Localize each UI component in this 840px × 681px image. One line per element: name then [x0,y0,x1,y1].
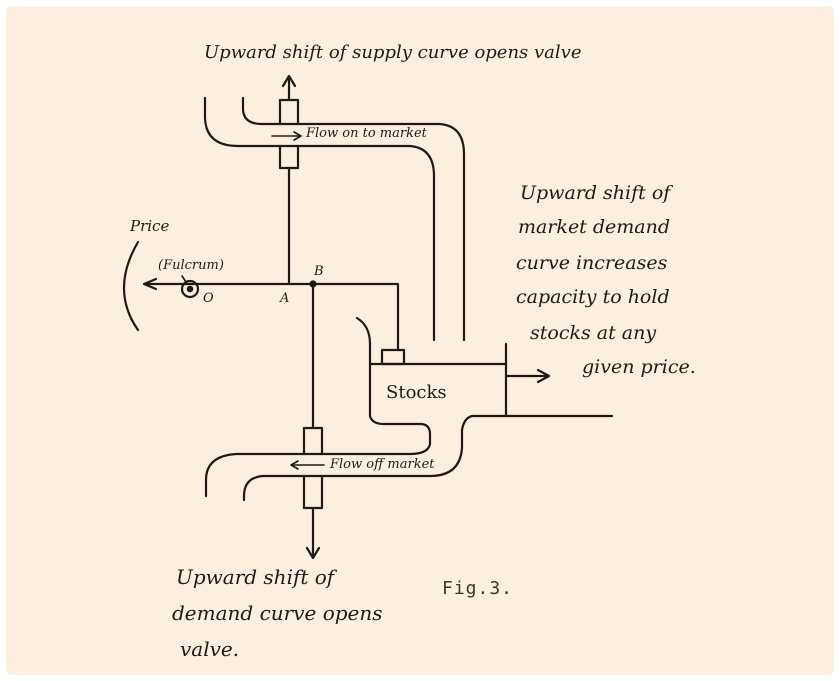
stocks-label: Stocks [386,382,447,403]
lever-arrowhead [142,277,158,291]
flow-on-arrowhead [293,131,302,141]
point-o-label: O [203,291,214,306]
flow-off-arrowhead [290,460,299,470]
upper-pipe-inner [241,96,282,126]
right-note-line: Upward shift of [520,182,671,204]
tank-left-wall [355,316,432,446]
upper-valve-top [278,98,300,126]
lower-valve-top [302,426,324,456]
top-outflow-arrowhead [281,74,297,88]
bottom-outflow-arrowhead [305,546,321,560]
upper-valve-bottom [278,144,300,170]
top-caption: Upward shift of supply curve opens valve [204,42,582,63]
fulcrum-label: (Fulcrum) [158,258,224,273]
bottom-note-line: demand curve opens [172,601,383,625]
figure-page [6,6,834,675]
flow-on-label: Flow on to market [306,126,427,141]
lower-pipe-left-top [204,452,306,498]
right-note-line: curve increases [516,252,668,274]
fulcrum-marker [181,275,187,283]
flow-off-label: Flow off market [330,457,435,472]
right-note-line: capacity to hold [516,286,670,308]
point-a-label: A [280,291,290,306]
upper-pipe-right-inner [296,144,436,342]
point-b-label: B [314,264,324,279]
fulcrum [180,279,200,299]
lower-pipe-left-bottom [242,474,306,502]
bottom-note-line: valve. [180,637,240,661]
upper-pipe-right-outer [296,122,466,342]
right-note-line: given price. [582,356,696,378]
float [380,348,406,366]
lever-arm [146,282,400,352]
bottom-note-line: Upward shift of [176,565,335,589]
upper-pipe-outer [203,96,282,148]
price-arc [122,240,140,332]
fulcrum-center [186,285,194,293]
lower-valve-bottom [302,474,324,510]
figure-label: Fig.3. [442,578,514,599]
lower-pipe-outer [320,446,464,478]
right-note-line: stocks at any [530,322,657,344]
capacity-arrowhead [536,368,551,384]
price-label: Price [130,217,170,235]
tank-outlet-pipe [460,414,474,450]
lower-pipe-inner [320,442,432,456]
right-note-line: market demand [518,216,671,238]
